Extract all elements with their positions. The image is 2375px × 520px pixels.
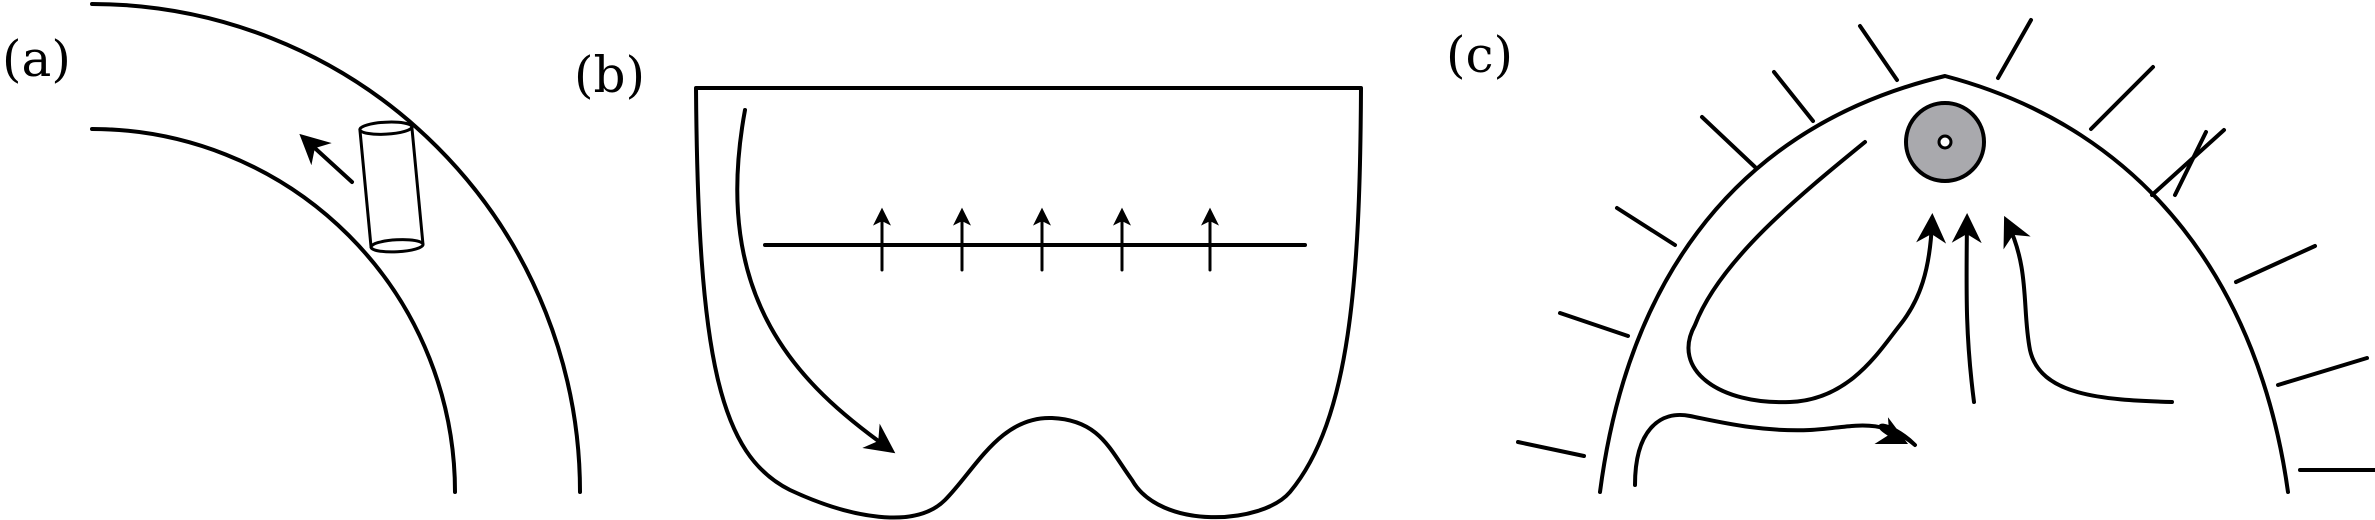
field-line [1700,115,1757,169]
field-line [2234,244,2317,284]
flow-arrow-center [1951,213,1982,404]
disk-center-dot [1937,134,1953,150]
flow-arrows-c [1633,140,2174,487]
panel-c-label: (c) [1446,26,1513,84]
field-line [1996,18,2033,80]
field-line [2276,356,2369,387]
cylinder-pillbox [358,120,425,254]
flow-arrow-bottom [1633,413,1917,487]
field-lines [1516,18,2375,472]
field-line [2175,132,2206,195]
field-line [1516,440,1586,458]
panel-c: (c) [1446,18,2375,494]
field-line [1615,206,1677,247]
vessel-outline [694,86,1363,520]
outer-arc [90,2,582,494]
field-line [1772,70,1815,123]
flow-arrow-b [735,108,896,454]
dome-outline [1598,74,2290,494]
field-line [2173,130,2208,197]
normal-arrows [873,207,1219,272]
field-line [2089,65,2155,131]
field-line [1858,24,1899,82]
flow-arrow-left-loop [1686,140,1947,405]
panel-b-label: (b) [574,46,645,104]
flow-arrow-right [2003,215,2174,404]
central-disk [1904,101,1986,183]
panel-b: (b) [574,46,1363,520]
field-line [1558,311,1630,338]
panel-a: (a) [2,2,582,494]
panel-a-label: (a) [2,30,71,88]
arrow-a [299,133,354,184]
field-line [2150,128,2226,197]
inner-arc [90,127,457,494]
